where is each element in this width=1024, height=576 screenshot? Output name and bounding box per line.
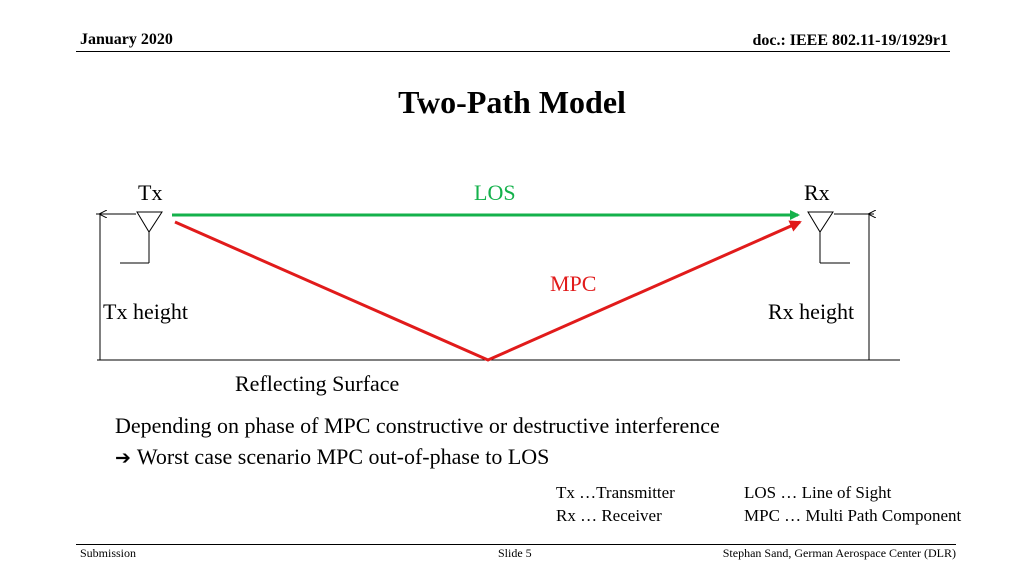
mpc-path xyxy=(174,220,802,362)
body-line-1: Depending on phase of MPC constructive o… xyxy=(115,413,720,438)
footer-divider xyxy=(76,544,956,545)
right-arrow-icon: ➔ xyxy=(115,447,131,469)
legend-right: LOS … Line of Sight MPC … Multi Path Com… xyxy=(744,481,961,527)
legend-tx: Tx …Transmitter xyxy=(556,483,675,502)
rx-height-label: Rx height xyxy=(768,299,855,324)
mpc-label: MPC xyxy=(550,271,597,296)
tx-height-label: Tx height xyxy=(103,299,188,324)
body-text: Depending on phase of MPC constructive o… xyxy=(115,410,720,474)
body-line-2: Worst case scenario MPC out-of-phase to … xyxy=(136,444,550,469)
legend-los: LOS … Line of Sight xyxy=(744,483,892,502)
legend-left: Tx …Transmitter Rx … Receiver xyxy=(556,481,675,527)
tx-height-arrow xyxy=(96,214,136,360)
header-date: January 2020 xyxy=(80,31,173,48)
rx-antenna-icon xyxy=(807,211,850,264)
reflecting-surface-label: Reflecting Surface xyxy=(235,371,400,396)
footer-submission: Submission xyxy=(80,546,137,560)
footer-author: Stephan Sand, German Aerospace Center (D… xyxy=(722,546,956,560)
footer-slide-number: Slide 5 xyxy=(498,546,532,560)
los-label: LOS xyxy=(474,180,516,205)
tx-label: Tx xyxy=(138,180,163,205)
header-divider xyxy=(76,51,950,52)
header-doc-id: doc.: IEEE 802.11-19/1929r1 xyxy=(752,32,948,49)
legend-rx: Rx … Receiver xyxy=(556,506,662,525)
legend-mpc: MPC … Multi Path Component xyxy=(744,506,962,525)
rx-height-arrow xyxy=(834,214,874,360)
slide-title: Two-Path Model xyxy=(398,84,626,120)
body-line-2-row: ➔Worst case scenario MPC out-of-phase to… xyxy=(115,441,720,474)
rx-label: Rx xyxy=(804,180,830,205)
tx-antenna-icon xyxy=(120,211,163,264)
